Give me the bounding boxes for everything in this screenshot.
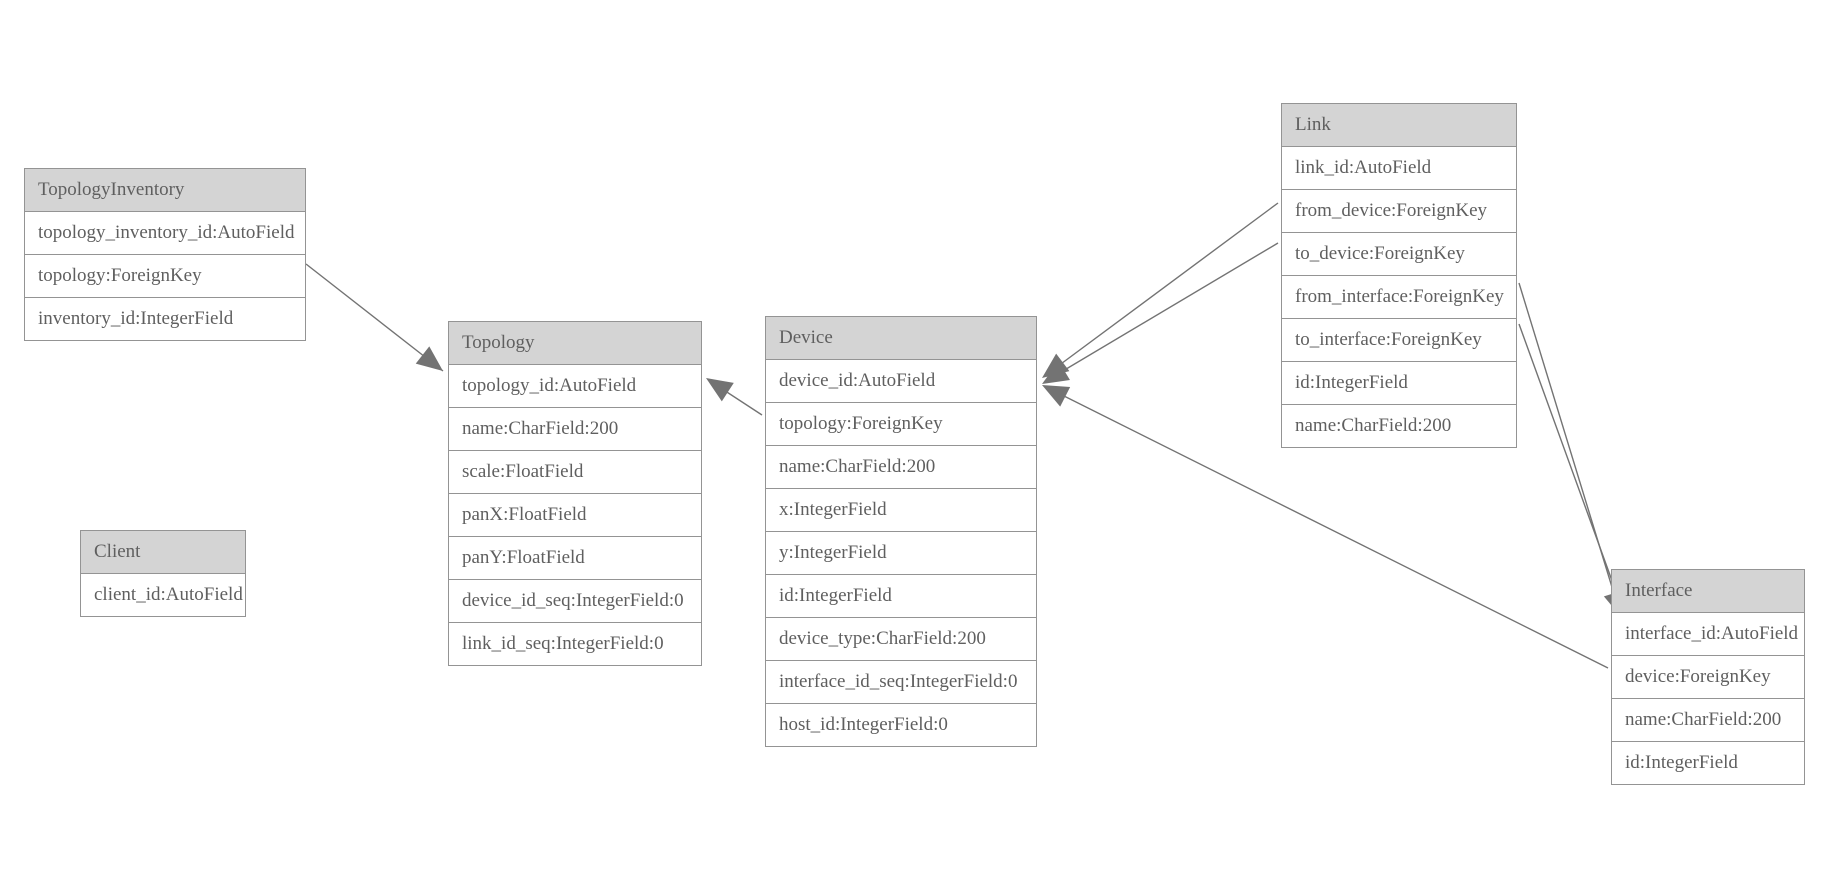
entity-field-row[interactable]: name:CharField:200	[449, 408, 701, 451]
relationship-arrowhead	[1042, 361, 1070, 384]
relationship-line	[1045, 242, 1279, 382]
entity-field-row[interactable]: name:CharField:200	[1612, 699, 1804, 742]
entity-field-row[interactable]: client_id:AutoField	[94, 584, 243, 605]
entity-field-row[interactable]: name:CharField:200	[1295, 415, 1452, 436]
relationship-line	[1518, 282, 1620, 611]
entity-field-row[interactable]: id:IntegerField	[766, 575, 1036, 618]
entity-field-row[interactable]: topology:ForeignKey	[766, 403, 1036, 446]
relationship-line	[1518, 323, 1624, 612]
relationship-arrowhead	[1042, 353, 1070, 378]
entity-field-row[interactable]: interface_id_seq:IntegerField:0	[766, 661, 1036, 704]
relationship-line	[1045, 202, 1279, 376]
entity-field-row[interactable]: topology_inventory_id:AutoField	[25, 212, 305, 255]
relationship-arrowhead	[706, 378, 734, 402]
entity-field-row[interactable]: id:IntegerField	[1625, 752, 1738, 773]
entity-field-row[interactable]: from_device:ForeignKey	[1282, 190, 1516, 233]
entity-field-row[interactable]: device:ForeignKey	[1612, 656, 1804, 699]
entity-field-row[interactable]: x:IntegerField	[766, 489, 1036, 532]
entity-field-row[interactable]: y:IntegerField	[766, 532, 1036, 575]
entity-title-client: Client	[81, 531, 245, 574]
entity-field-row[interactable]: id:IntegerField	[1282, 362, 1516, 405]
entity-title-link: Link	[1282, 104, 1516, 147]
relationship-line	[305, 263, 444, 372]
entity-title-topology: Topology	[449, 322, 701, 365]
entity-field-row[interactable]: topology_id:AutoField	[449, 365, 701, 408]
entity-title-device: Device	[766, 317, 1036, 360]
entity-field-row[interactable]: from_interface:ForeignKey	[1282, 276, 1516, 319]
entity-client[interactable]: Client client_id:AutoField	[80, 530, 246, 617]
entity-field-row[interactable]: scale:FloatField	[449, 451, 701, 494]
relationship-device-topology	[706, 378, 763, 416]
entity-field-row[interactable]: device_id:AutoField	[766, 360, 1036, 403]
entity-field-row[interactable]: inventory_id:IntegerField	[38, 308, 234, 329]
relationship-topologyinventory-topology	[305, 263, 444, 372]
entity-field-row[interactable]: device_id_seq:IntegerField:0	[449, 580, 701, 623]
relationship-line	[709, 380, 763, 416]
entity-field-row[interactable]: interface_id:AutoField	[1612, 613, 1804, 656]
relationship-arrowhead	[415, 346, 443, 371]
entity-field-row[interactable]: to_device:ForeignKey	[1282, 233, 1516, 276]
relationship-arrowhead	[1042, 385, 1071, 407]
entity-title-topology_inventory: TopologyInventory	[25, 169, 305, 212]
entity-field-row[interactable]: device_type:CharField:200	[766, 618, 1036, 661]
relationship-link-to-device	[1042, 242, 1279, 384]
entity-title-interface: Interface	[1612, 570, 1804, 613]
entity-field-row[interactable]: panX:FloatField	[449, 494, 701, 537]
entity-field-row[interactable]: name:CharField:200	[766, 446, 1036, 489]
entity-field-row[interactable]: host_id:IntegerField:0	[779, 714, 948, 735]
entity-field-row[interactable]: link_id_seq:IntegerField:0	[462, 633, 664, 654]
entity-field-row[interactable]: link_id:AutoField	[1282, 147, 1516, 190]
entity-field-row[interactable]: topology:ForeignKey	[25, 255, 305, 298]
entity-field-row[interactable]: panY:FloatField	[449, 537, 701, 580]
relationship-link-from-device	[1042, 202, 1279, 378]
entity-field-row[interactable]: to_interface:ForeignKey	[1282, 319, 1516, 362]
